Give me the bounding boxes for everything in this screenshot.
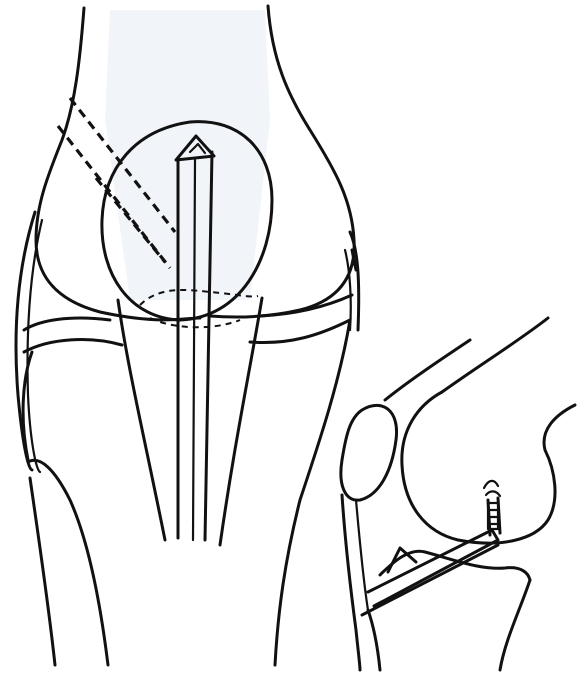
inset-femur-anterior — [385, 340, 470, 400]
patellar-tendon-left — [118, 300, 165, 540]
collateral-ligament-right-inner — [345, 250, 351, 330]
femur-shading — [105, 10, 270, 300]
inset-graft-lower — [362, 545, 498, 615]
anterior-view — [16, 6, 359, 665]
patellar-tendon-right — [220, 298, 262, 545]
tibia-right-contour — [275, 320, 350, 665]
collateral-ligament-left-outer — [16, 212, 35, 470]
inset-femur-posterior — [442, 318, 548, 392]
inset-patellar-tendon-inner — [356, 500, 368, 610]
fibula-outline — [28, 460, 108, 665]
lateral-view-inset — [341, 318, 575, 670]
tibial-plateau-line — [24, 320, 350, 352]
inset-patella — [341, 405, 397, 500]
inset-tibia-posterior — [500, 580, 530, 670]
inset-tibia-anterior — [368, 610, 380, 670]
inset-fixation-coil — [484, 481, 500, 496]
fibula-outline-inner — [30, 478, 55, 665]
